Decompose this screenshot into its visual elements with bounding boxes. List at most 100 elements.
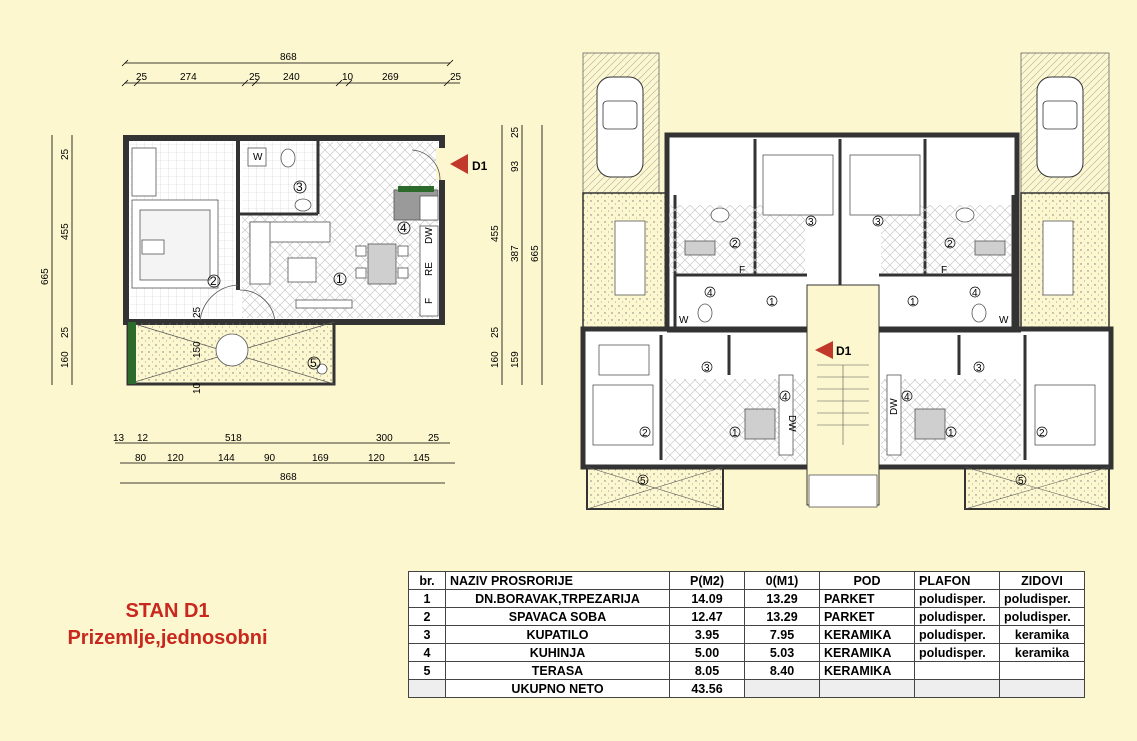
header-cell: ZIDOVI bbox=[999, 571, 1085, 590]
room-number: 4 bbox=[972, 288, 978, 299]
table-cell bbox=[744, 679, 820, 698]
table-cell: 4 bbox=[408, 643, 446, 662]
bottom-dim: 80 bbox=[135, 453, 147, 464]
bottom-dim: 25 bbox=[428, 433, 440, 444]
bottom-dim: 13 bbox=[113, 433, 125, 444]
right-dim: 455 bbox=[490, 225, 501, 242]
top-dim: 274 bbox=[180, 72, 197, 83]
left-floor-plan: 868 25 274 25 240 10 269 25 665 25 455 2… bbox=[40, 52, 543, 484]
table-row: 3 KUPATILO 3.95 7.95 KERAMIKA poludisper… bbox=[408, 625, 1085, 644]
fridge-label-re: RE bbox=[424, 262, 435, 276]
table-cell: 5.00 bbox=[669, 643, 745, 662]
header-cell: POD bbox=[819, 571, 915, 590]
left-dim: 160 bbox=[60, 351, 71, 368]
table-cell: 8.05 bbox=[669, 661, 745, 680]
room-number: 5 bbox=[640, 476, 646, 487]
table-row: 4 KUHINJA 5.00 5.03 KERAMIKA poludisper.… bbox=[408, 643, 1085, 662]
top-dim: 240 bbox=[283, 72, 300, 83]
room-number: 2 bbox=[1039, 428, 1045, 439]
bottom-dim: 12 bbox=[137, 433, 149, 444]
right-dim: 25 bbox=[510, 126, 521, 138]
bottom-dim: 90 bbox=[264, 453, 276, 464]
bottom-dim: 169 bbox=[312, 453, 329, 464]
table-cell: poludisper. bbox=[914, 625, 1000, 644]
room-number: 5 bbox=[1018, 476, 1024, 487]
top-dim: 269 bbox=[382, 72, 399, 83]
table-cell: 13.29 bbox=[744, 607, 820, 626]
table-cell: 3.95 bbox=[669, 625, 745, 644]
entrance-arrow bbox=[450, 154, 468, 174]
table-cell: 5.03 bbox=[744, 643, 820, 662]
right-dim: 25 bbox=[490, 326, 501, 338]
header-cell: NAZIV PROSRORIJE bbox=[445, 571, 670, 590]
room-schedule-table: br. NAZIV PROSRORIJE P(M2) 0(M1) POD PLA… bbox=[408, 571, 1085, 698]
header-cell: br. bbox=[408, 571, 446, 590]
top-dim: 25 bbox=[136, 72, 148, 83]
bottom-dim: 518 bbox=[225, 433, 242, 444]
table-cell bbox=[408, 679, 446, 698]
header-cell: P(M2) bbox=[669, 571, 745, 590]
building-terraces bbox=[586, 466, 1110, 510]
table-cell bbox=[914, 661, 1000, 680]
building-dishwasher-label: DW bbox=[786, 415, 797, 432]
building-fridge-label: F bbox=[739, 265, 745, 276]
kitchen-fixtures bbox=[393, 186, 439, 317]
bottom-dim: 300 bbox=[376, 433, 393, 444]
bottom-dim: 120 bbox=[368, 453, 385, 464]
table-cell: 7.95 bbox=[744, 625, 820, 644]
table-cell: PARKET bbox=[819, 607, 915, 626]
room-number: 3 bbox=[704, 363, 710, 374]
apartment-subtitle: Prizemlje,jednosobni bbox=[67, 627, 268, 649]
right-building-plan: W W F F DW DW 1 1 2 2 3 3 4 4 5 1 1 2 2 … bbox=[580, 52, 1114, 510]
room-number: 5 bbox=[310, 356, 317, 370]
table-cell: poludisper. bbox=[999, 589, 1085, 608]
table-cell bbox=[819, 679, 915, 698]
table-cell: poludisper. bbox=[999, 607, 1085, 626]
apartment-title: STAN D1 bbox=[125, 600, 210, 622]
building-furniture bbox=[592, 154, 1096, 456]
header-cell: PLAFON bbox=[914, 571, 1000, 590]
room-number: 1 bbox=[769, 297, 775, 308]
top-dim: 25 bbox=[450, 72, 462, 83]
right-dim: 93 bbox=[510, 160, 521, 172]
table-cell: keramika bbox=[999, 643, 1085, 662]
table-cell: poludisper. bbox=[914, 607, 1000, 626]
building-entrance-label: D1 bbox=[836, 344, 852, 358]
dishwasher-label: DW bbox=[424, 227, 435, 244]
bottom-dim: 144 bbox=[218, 453, 235, 464]
room-number: 1 bbox=[910, 297, 916, 308]
total-value: 43.56 bbox=[669, 679, 745, 698]
table-total-row: UKUPNO NETO 43.56 bbox=[408, 679, 1085, 698]
table-cell: TERASA bbox=[445, 661, 670, 680]
room-number: 2 bbox=[642, 428, 648, 439]
room-number: 4 bbox=[782, 392, 788, 403]
right-dim: 387 bbox=[510, 245, 521, 262]
left-total-dim: 665 bbox=[40, 268, 51, 285]
living-furniture bbox=[249, 221, 409, 309]
table-cell: 14.09 bbox=[669, 589, 745, 608]
building-dishwasher-label: DW bbox=[889, 398, 900, 415]
table-cell bbox=[914, 679, 1000, 698]
inner-dim: 25 bbox=[192, 306, 203, 318]
table-cell: SPAVACA SOBA bbox=[445, 607, 670, 626]
table-cell: KUPATILO bbox=[445, 625, 670, 644]
building-washer-label: W bbox=[999, 315, 1009, 326]
building-fridge-label: F bbox=[941, 265, 947, 276]
table-cell: 3 bbox=[408, 625, 446, 644]
table-cell: 2 bbox=[408, 607, 446, 626]
room-number: 2 bbox=[732, 239, 738, 250]
header-cell: 0(M1) bbox=[744, 571, 820, 590]
top-dim: 10 bbox=[342, 72, 354, 83]
top-dimensions: 868 25 274 25 240 10 269 25 bbox=[121, 52, 462, 87]
bedroom-furniture bbox=[131, 147, 219, 289]
left-dim: 25 bbox=[60, 148, 71, 160]
room-number: 2 bbox=[210, 274, 217, 288]
building-washer-label: W bbox=[679, 315, 689, 326]
room-number: 3 bbox=[808, 217, 814, 228]
right-dim: 159 bbox=[510, 351, 521, 368]
left-dimensions: 665 25 455 25 160 bbox=[40, 135, 73, 385]
table-cell bbox=[999, 661, 1085, 680]
table-row: 2 SPAVACA SOBA 12.47 13.29 PARKET poludi… bbox=[408, 607, 1085, 626]
room-number: 2 bbox=[947, 239, 953, 250]
right-dim: 665 bbox=[530, 245, 541, 262]
